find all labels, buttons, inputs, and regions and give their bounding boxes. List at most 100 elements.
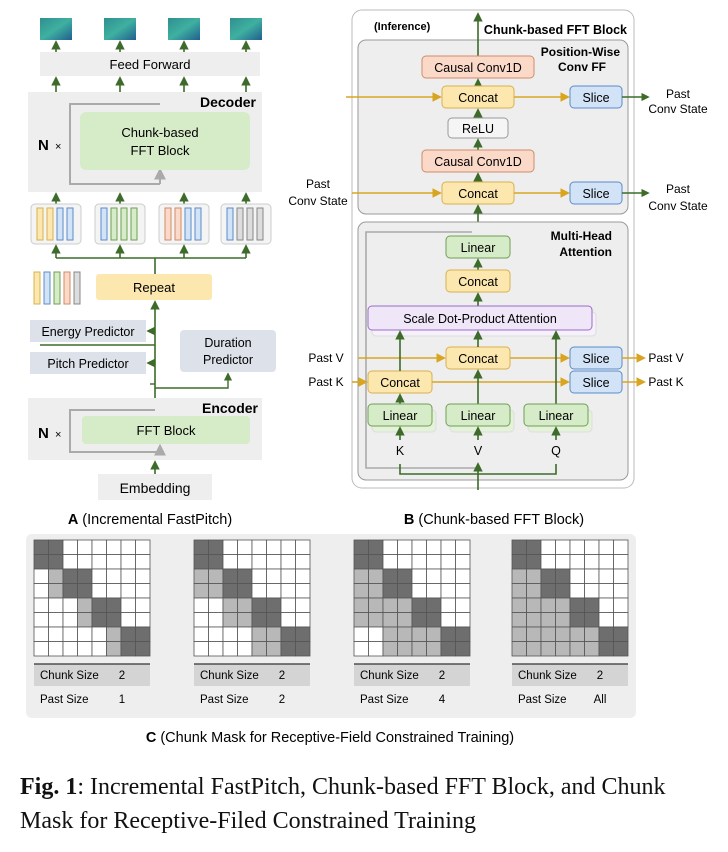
mask-cell <box>426 539 442 555</box>
duration-predictor-box <box>180 330 276 372</box>
mha-title-line1: Multi-Head <box>551 229 612 243</box>
mask-cell <box>353 539 369 555</box>
mask-cell <box>397 568 413 584</box>
mask-cell <box>237 612 253 628</box>
mask-cell <box>266 597 282 613</box>
chunk-fft-block-box <box>80 112 250 170</box>
past-size-value: All <box>594 694 607 706</box>
mask-cell <box>33 539 49 555</box>
mask-cell <box>62 554 78 570</box>
embedding-box <box>98 474 212 500</box>
mask-cell <box>222 568 238 584</box>
mask-cell <box>251 554 267 570</box>
mask-cell <box>613 612 629 628</box>
pitch-predictor-box <box>30 352 146 374</box>
mask-cell <box>193 583 209 599</box>
mask-cell <box>106 583 122 599</box>
sdpa-box <box>367 305 593 331</box>
mask-cell <box>91 568 107 584</box>
chunk-size-value: 2 <box>597 670 603 682</box>
mask-cell <box>62 539 78 555</box>
encoder-loop <box>69 409 160 453</box>
past-conv-state-in-line1: Past <box>306 177 331 191</box>
mask-cell <box>455 568 471 584</box>
mask-cell <box>91 554 107 570</box>
mask-cell <box>397 539 413 555</box>
mask-cell <box>77 568 93 584</box>
mask-cell <box>193 626 209 642</box>
mask-cell <box>33 597 49 613</box>
mask-cell <box>295 626 311 642</box>
spectrogram-outputs <box>40 18 262 40</box>
mask-cell <box>526 612 542 628</box>
spectrogram-image <box>230 18 262 40</box>
mask-cell <box>440 612 456 628</box>
chunk-size-label: Chunk Size <box>360 670 419 682</box>
mask-cell <box>280 597 296 613</box>
mask-cell <box>237 583 253 599</box>
linear-v-label: Linear <box>461 409 496 423</box>
mask-cell <box>266 583 282 599</box>
mask-cell <box>598 626 614 642</box>
linear-q-label: Linear <box>539 409 574 423</box>
mask-cell <box>511 626 527 642</box>
feed-forward-label: Feed Forward <box>110 57 191 72</box>
past-v-out-label: Past V <box>648 351 683 365</box>
mask-cell <box>598 568 614 584</box>
mask-cell <box>120 641 136 657</box>
mask-cell <box>120 539 136 555</box>
spectrogram-image <box>168 18 200 40</box>
mask-cell <box>295 597 311 613</box>
mask-cell <box>193 597 209 613</box>
mask-cell <box>613 568 629 584</box>
mask-cell <box>106 597 122 613</box>
mask-cell <box>382 554 398 570</box>
spectrogram-image <box>104 18 136 40</box>
mask-cell <box>440 641 456 657</box>
mask-cell <box>106 568 122 584</box>
past-size-label: Past Size <box>518 694 567 706</box>
past-size-label: Past Size <box>360 694 409 706</box>
past-size-value: 1 <box>119 694 125 706</box>
mask-cell <box>511 583 527 599</box>
input-q-label: Q <box>551 444 561 458</box>
past-size-value: 4 <box>439 694 446 706</box>
mask-cell <box>237 641 253 657</box>
figure-canvas: Feed Forward Decoder N × Chunk-based FFT… <box>26 9 708 746</box>
concat-top-label: Concat <box>458 91 498 105</box>
mask-cell <box>598 583 614 599</box>
mask-cell <box>598 612 614 628</box>
mask-cell <box>397 583 413 599</box>
mask-cell <box>120 597 136 613</box>
spectrogram-image <box>40 18 72 40</box>
mask-cell <box>193 568 209 584</box>
energy-predictor-box <box>30 320 146 342</box>
mask-cell <box>208 641 224 657</box>
slice-top-label: Slice <box>582 91 609 105</box>
past-conv-state-out2-line1: Past <box>666 182 691 196</box>
relu-box <box>447 117 509 139</box>
mask-cell <box>584 612 600 628</box>
mask-cell <box>569 641 585 657</box>
mask-cell <box>382 626 398 642</box>
mask-cell <box>266 641 282 657</box>
mask-cell <box>440 568 456 584</box>
linear-v-box <box>445 403 511 427</box>
chunk-size-label: Chunk Size <box>200 670 259 682</box>
mha-title-line2: Attention <box>559 245 612 259</box>
mask-cell <box>62 597 78 613</box>
mask-cell <box>455 554 471 570</box>
mask-cell <box>455 539 471 555</box>
mask-cell <box>526 568 542 584</box>
mask-cell <box>584 539 600 555</box>
mask-cell <box>440 583 456 599</box>
mask-cell <box>77 597 93 613</box>
mask-cell <box>511 554 527 570</box>
mask-cell <box>208 583 224 599</box>
mask-cell <box>48 612 64 628</box>
mask-cell <box>353 583 369 599</box>
past-size-label: Past Size <box>40 694 89 706</box>
mask-cell <box>540 568 556 584</box>
conv-ff-title-line2: Conv FF <box>558 60 606 74</box>
